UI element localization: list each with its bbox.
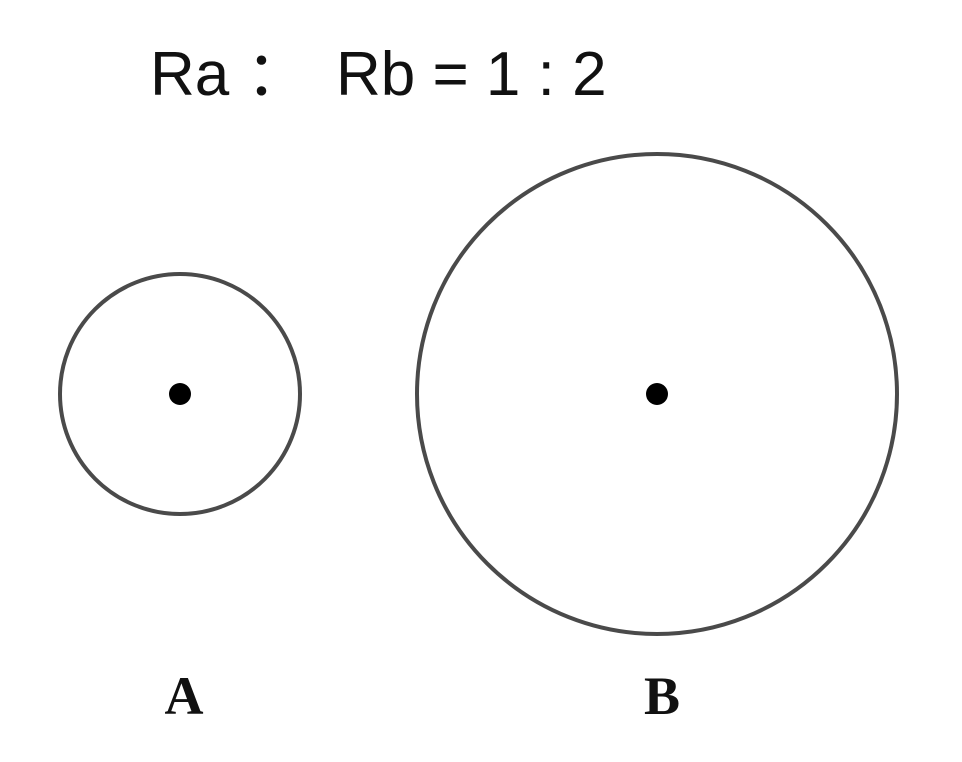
circle-a-outline: [58, 272, 302, 516]
ratio-expression: Ra ： Rb = 1 : 2: [150, 40, 607, 109]
circle-b-label: B: [644, 666, 680, 726]
circle-b-center-dot: [646, 383, 668, 405]
circle-a: A: [58, 272, 302, 726]
ratio-left-term: Ra: [150, 40, 230, 109]
ratio-right-side: Rb = 1 : 2: [336, 40, 607, 109]
circle-a-label: A: [165, 666, 204, 726]
circle-b: B: [415, 152, 899, 726]
ratio-separator: ：: [246, 40, 308, 109]
circle-b-outline: [415, 152, 899, 636]
circle-a-center-dot: [169, 383, 191, 405]
